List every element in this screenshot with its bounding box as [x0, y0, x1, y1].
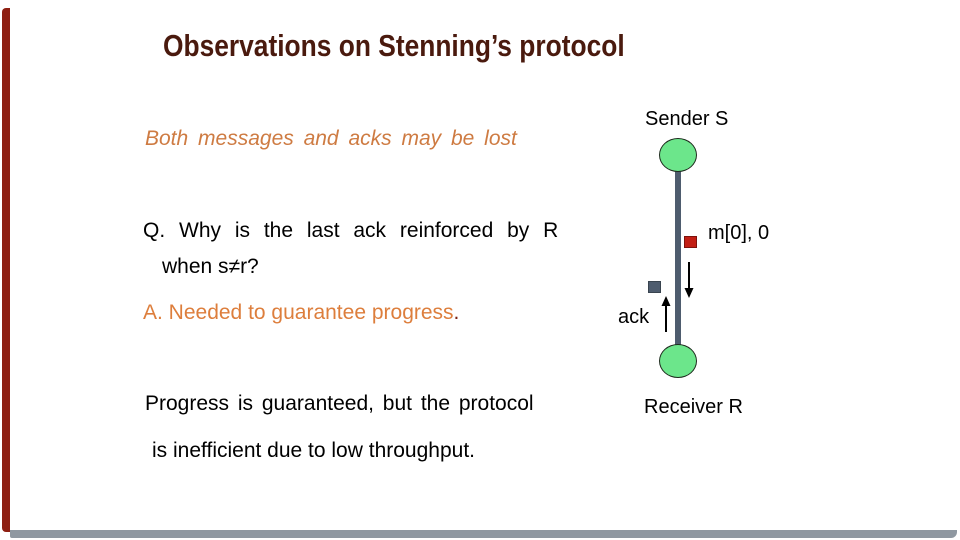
sender-label: Sender S	[645, 108, 729, 130]
down-arrow-icon	[684, 262, 694, 298]
message-packet-icon	[684, 236, 697, 248]
receiver-label: Receiver R	[644, 396, 743, 418]
answer-text: A. Needed to guarantee progress.	[143, 301, 459, 325]
question-line-1: Q. Why is the last ack reinforced by R	[143, 219, 559, 242]
receiver-node-icon	[659, 344, 697, 378]
ack-packet-icon	[648, 281, 661, 293]
up-arrow-icon	[661, 296, 671, 332]
conclusion-line-1: Progress is guaranteed, but the protocol	[145, 392, 534, 415]
message-label: m[0], 0	[708, 222, 770, 244]
slide-title: Observations on Stenning’s protocol	[163, 28, 625, 63]
left-border-bar	[2, 8, 10, 532]
sender-node-icon	[659, 138, 697, 172]
channel-line	[675, 170, 681, 348]
answer-text-period: .	[453, 301, 460, 324]
conclusion-line-2: is inefficient due to low throughput.	[152, 439, 475, 462]
answer-text-main: A. Needed to guarantee progress	[143, 301, 454, 324]
ack-label: ack	[618, 306, 650, 328]
observation-text: Both messages and acks may be lost	[145, 127, 517, 150]
question-line-2: when s≠r?	[162, 255, 259, 278]
bottom-border-bar	[10, 530, 957, 538]
